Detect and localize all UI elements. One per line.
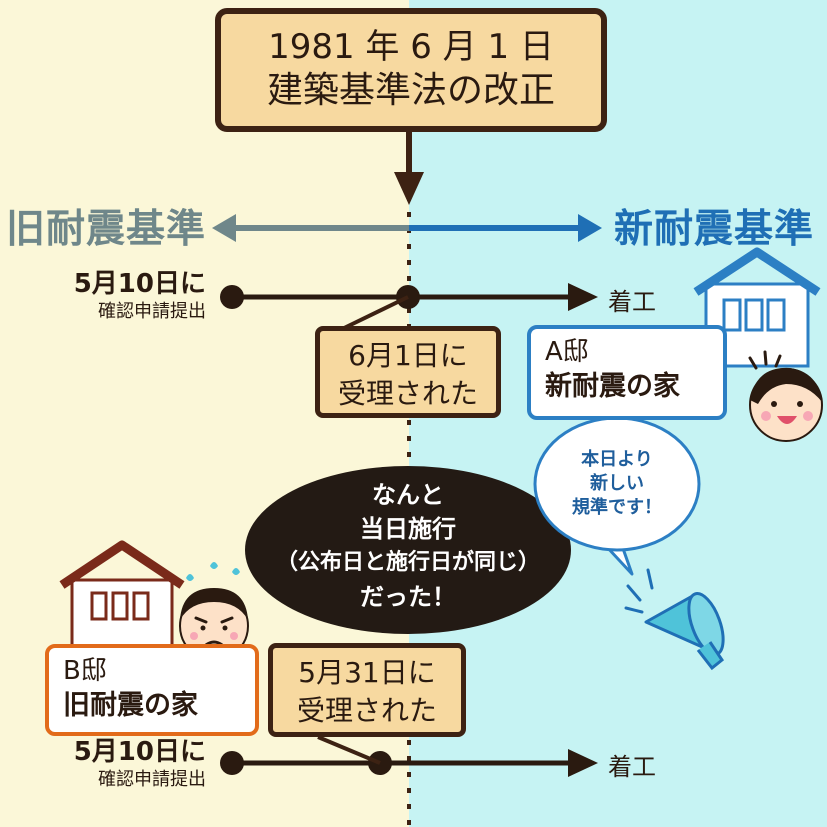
notice-ellipse <box>245 466 571 634</box>
notice-line1: なんと <box>372 481 444 509</box>
happy-face-icon <box>748 350 823 442</box>
timeline-a-received-box: 6月1日に 受理された <box>315 326 501 418</box>
timeline-a-start: 着工 <box>608 288 656 316</box>
timeline-a-apply: 5月10日に 確認申請提出 <box>30 268 206 324</box>
timeline-a-received-label: 受理された <box>337 377 478 410</box>
notice-line3: （公布日と施行日が同じ） <box>275 550 540 575</box>
new-standard-label: 新耐震基準 <box>614 207 815 252</box>
house-a-type: 新耐震の家 <box>545 371 680 402</box>
house-a-icon <box>693 247 821 368</box>
timeline-b-apply: 5月10日に 確認申請提出 <box>30 736 206 792</box>
timeline-b-received-date: 5月31日に <box>298 656 436 689</box>
house-a-name: A邸 <box>545 337 589 367</box>
title-text: 建築基準法の改正 <box>266 70 555 111</box>
timeline-b-received-label: 受理された <box>296 694 437 727</box>
timeline-a-apply-date: 5月10日に <box>73 269 206 299</box>
timeline-b-received-box: 5月31日に 受理された <box>268 643 466 737</box>
timeline-b-start: 着工 <box>608 753 656 781</box>
speech-bubble-text: 本日より 新しい 規準です！ <box>542 448 692 520</box>
house-b-icon <box>59 540 185 656</box>
worried-face-icon <box>179 562 249 661</box>
house-b-name: B邸 <box>63 656 107 686</box>
house-b-label: B邸 旧耐震の家 <box>45 644 259 736</box>
megaphone-icon <box>624 568 725 671</box>
timeline-a-apply-dot <box>220 285 244 309</box>
timeline-b-apply-label: 確認申請提出 <box>98 769 206 790</box>
timeline-b-apply-date: 5月10日に <box>73 737 206 767</box>
house-a-label: A邸 新耐震の家 <box>527 325 727 420</box>
title-box: 1981 年 6 月 1 日 建築基準法の改正 <box>215 8 607 132</box>
title-arrowhead <box>394 172 424 205</box>
speech-bubble-line3: 規準です！ <box>572 497 662 518</box>
old-standard-label: 旧耐震基準 <box>6 207 207 252</box>
timeline-a-received-date: 6月1日に <box>348 339 468 372</box>
timeline-b-apply-dot <box>220 751 244 775</box>
notice-line2: 当日施行 <box>360 515 456 543</box>
house-b-type: 旧耐震の家 <box>63 690 198 721</box>
speech-bubble-line1: 本日より <box>581 449 653 470</box>
notice-text: なんと 当日施行 （公布日と施行日が同じ） だった！ <box>258 478 558 614</box>
timeline-a-apply-label: 確認申請提出 <box>98 301 206 322</box>
title-date: 1981 年 6 月 1 日 <box>268 27 554 67</box>
speech-bubble-line2: 新しい <box>590 473 644 494</box>
notice-line4: だった！ <box>360 583 456 611</box>
